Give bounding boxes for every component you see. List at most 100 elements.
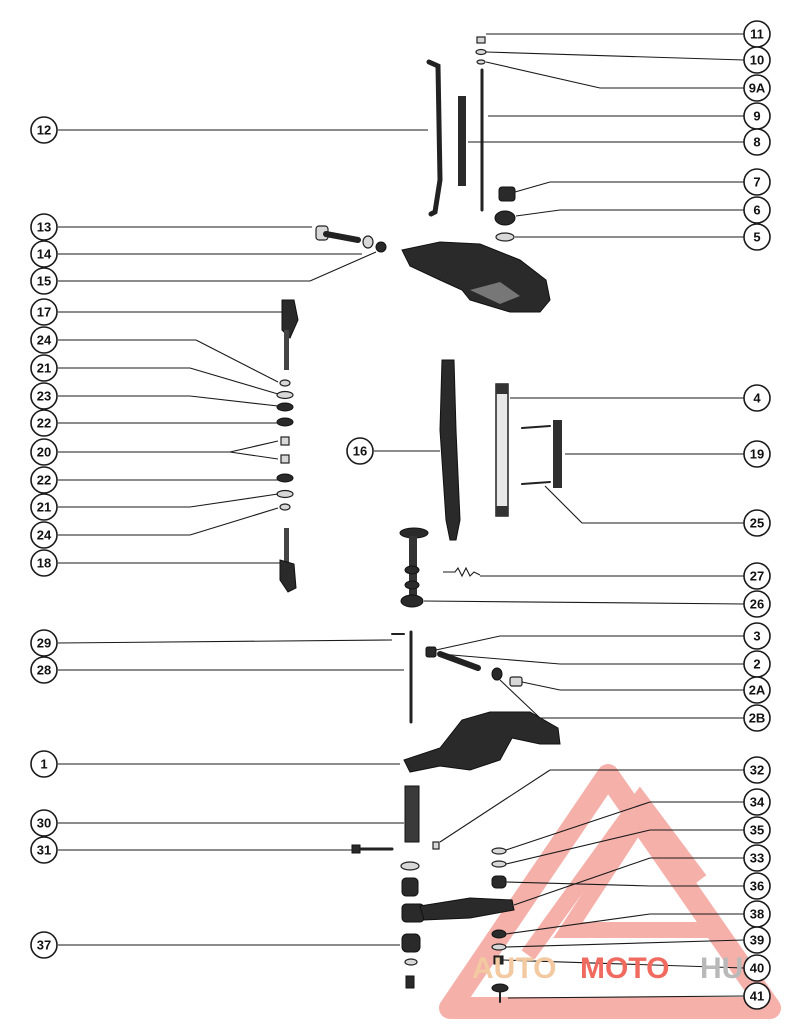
callout-2A: 2A bbox=[743, 676, 771, 704]
part-4-tube bbox=[495, 383, 509, 517]
svg-text:25: 25 bbox=[750, 516, 764, 531]
watermark-moto: MOTO bbox=[580, 952, 669, 985]
part-24-washer-lower bbox=[279, 503, 291, 511]
svg-text:34: 34 bbox=[750, 795, 765, 810]
svg-text:39: 39 bbox=[750, 933, 764, 948]
callout-9A: 9A bbox=[743, 74, 771, 102]
callout-34: 34 bbox=[743, 788, 771, 816]
svg-text:28: 28 bbox=[37, 663, 51, 678]
part-21-washer bbox=[276, 390, 294, 400]
callout-38: 38 bbox=[743, 900, 771, 928]
svg-text:4: 4 bbox=[753, 391, 761, 406]
callout-29: 29 bbox=[30, 629, 58, 657]
svg-text:18: 18 bbox=[37, 556, 51, 571]
svg-text:29: 29 bbox=[37, 636, 51, 651]
rod-18-shaft bbox=[284, 528, 289, 568]
callout-22-lower: 22 bbox=[30, 466, 58, 494]
svg-text:37: 37 bbox=[37, 938, 51, 953]
svg-text:14: 14 bbox=[37, 247, 52, 262]
svg-text:21: 21 bbox=[37, 500, 51, 515]
part-19-sleeve bbox=[553, 420, 562, 488]
part-20-nut-a bbox=[280, 436, 290, 446]
svg-text:35: 35 bbox=[750, 823, 764, 838]
svg-text:3: 3 bbox=[753, 629, 760, 644]
svg-text:12: 12 bbox=[37, 123, 51, 138]
watermark-text: AUTO MOTO HUB bbox=[472, 952, 765, 985]
part-34-washer bbox=[491, 847, 507, 855]
callout-40: 40 bbox=[743, 954, 771, 982]
svg-text:2: 2 bbox=[753, 657, 760, 672]
callout-21-upper: 21 bbox=[30, 354, 58, 382]
svg-text:10: 10 bbox=[750, 53, 764, 68]
part-lower-stack-left bbox=[400, 861, 425, 923]
svg-text:8: 8 bbox=[753, 135, 760, 150]
callout-22-upper: 22 bbox=[30, 409, 58, 437]
svg-text:19: 19 bbox=[750, 447, 764, 462]
part-upper-bracket bbox=[401, 241, 551, 313]
part-1-bracket bbox=[403, 711, 561, 773]
part-23-bushing bbox=[276, 402, 294, 412]
part-25-pins bbox=[521, 425, 551, 485]
part-31-bolt bbox=[351, 844, 394, 854]
callout-8: 8 bbox=[743, 128, 771, 156]
svg-text:22: 22 bbox=[37, 473, 51, 488]
svg-text:15: 15 bbox=[37, 274, 51, 289]
part-41-screw-head bbox=[491, 983, 509, 1003]
svg-text:23: 23 bbox=[37, 389, 51, 404]
svg-text:6: 6 bbox=[753, 203, 760, 218]
callout-4: 4 bbox=[743, 384, 771, 412]
callout-23: 23 bbox=[30, 382, 58, 410]
part-bottom-left-hardware bbox=[404, 958, 418, 989]
svg-text:32: 32 bbox=[750, 763, 764, 778]
part-3-spacer bbox=[425, 646, 437, 658]
svg-text:5: 5 bbox=[753, 230, 760, 245]
callout-41: 41 bbox=[743, 982, 771, 1010]
callout-36: 36 bbox=[743, 872, 771, 900]
part-18-rod-end bbox=[279, 559, 297, 593]
svg-text:27: 27 bbox=[750, 569, 764, 584]
part-22-bushing-lower bbox=[276, 473, 294, 483]
automotohub-watermark-logo bbox=[439, 764, 781, 1019]
callout-2B: 2B bbox=[743, 704, 771, 732]
svg-text:9A: 9A bbox=[749, 81, 766, 96]
part-9A-washer bbox=[476, 59, 486, 65]
callout-32: 32 bbox=[743, 756, 771, 784]
part-26-pad bbox=[400, 594, 424, 608]
callout-9: 9 bbox=[743, 102, 771, 130]
callout-17: 17 bbox=[30, 298, 58, 326]
part-clamp-screw-assembly bbox=[399, 527, 429, 596]
part-30-sleeve bbox=[404, 785, 420, 843]
svg-text:26: 26 bbox=[750, 597, 764, 612]
part-22-bushing bbox=[276, 417, 294, 427]
callout-35: 35 bbox=[743, 816, 771, 844]
callout-3: 3 bbox=[743, 622, 771, 650]
svg-text:16: 16 bbox=[353, 444, 367, 459]
svg-text:30: 30 bbox=[37, 816, 51, 831]
part-15-nut bbox=[375, 241, 387, 253]
svg-text:24: 24 bbox=[37, 333, 52, 348]
part-6-bushing bbox=[494, 210, 516, 226]
part-2A-bolt bbox=[509, 676, 523, 687]
svg-text:36: 36 bbox=[750, 879, 764, 894]
callout-20: 20 bbox=[30, 438, 58, 466]
callout-18: 18 bbox=[30, 549, 58, 577]
callouts: 11 10 9A 9 8 7 6 5 4 19 25 27 26 3 2 2A … bbox=[30, 20, 771, 1010]
callout-24-upper: 24 bbox=[30, 326, 58, 354]
callout-1: 1 bbox=[30, 750, 58, 778]
part-21-washer-lower bbox=[276, 489, 294, 499]
callout-5: 5 bbox=[743, 223, 771, 251]
part-12-shift-rod bbox=[426, 59, 443, 217]
watermark-auto: AUTO bbox=[472, 952, 556, 985]
callout-7: 7 bbox=[743, 168, 771, 196]
part-39-washer bbox=[491, 943, 507, 951]
part-2-stud bbox=[437, 651, 481, 671]
callout-39: 39 bbox=[743, 926, 771, 954]
svg-text:38: 38 bbox=[750, 907, 764, 922]
svg-text:17: 17 bbox=[37, 305, 51, 320]
part-7-nut bbox=[498, 186, 516, 202]
part-24-washer bbox=[279, 379, 291, 387]
callout-33: 33 bbox=[743, 844, 771, 872]
svg-text:9: 9 bbox=[753, 109, 760, 124]
svg-text:2A: 2A bbox=[749, 683, 766, 698]
